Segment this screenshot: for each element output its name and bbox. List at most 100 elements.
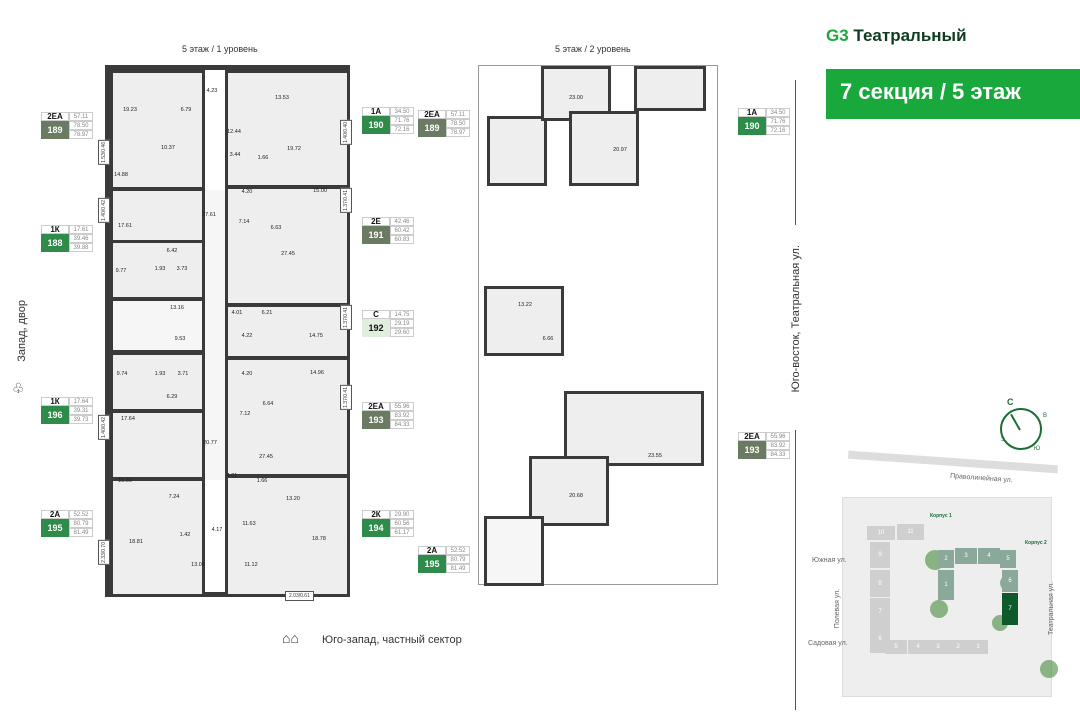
apartment-area: 72.16 (766, 126, 790, 135)
room-area-label: 20.68 (569, 493, 583, 499)
apartment-195-upper[interactable] (529, 456, 609, 526)
apartment-area: 81.49 (446, 564, 470, 573)
building-block: 2 (948, 640, 968, 654)
room-area-label: 1.42 (179, 532, 191, 538)
apartment-type: 2А (418, 546, 446, 555)
apartment-190-upper[interactable] (569, 111, 639, 186)
divider (795, 80, 796, 225)
apartment-area: 80.79 (69, 519, 93, 528)
apartment-area: 34.50 (766, 108, 790, 117)
room-area-label: 20.97 (613, 147, 627, 153)
apartment-190[interactable] (225, 70, 350, 188)
room-area-label: 17.64 (121, 416, 135, 422)
building-block[interactable]: 2 (938, 550, 954, 568)
room-area-label: 1.66 (256, 478, 268, 484)
apartment-area: 17.61 (69, 225, 93, 234)
apartment-number: 190 (738, 117, 766, 135)
room-area-label: 1.93 (154, 371, 166, 377)
apartment-area: 78.50 (69, 121, 93, 130)
room-area-label: 1.66 (257, 155, 269, 161)
apartment-type: 2ЕА (418, 110, 446, 119)
apartment-189[interactable] (110, 70, 205, 190)
building-block-selected[interactable]: 7 (1002, 593, 1018, 625)
room-area-label: 12.44 (227, 129, 241, 135)
apartment-area: 29.60 (390, 328, 414, 337)
room-area-label: 4.01 (231, 310, 243, 316)
room-area-label: 6.21 (261, 310, 273, 316)
apartment-188-bedroom[interactable] (110, 188, 205, 243)
apartment-type: 1А (738, 108, 766, 117)
trees-icon: ♧ (12, 380, 25, 396)
room-area-label: 9.53 (174, 336, 186, 342)
apartment-area: 78.97 (446, 128, 470, 137)
room-area-label: 6.63 (270, 225, 282, 231)
room-area-label: 4.23 (206, 88, 218, 94)
apartment-area: 14.75 (390, 310, 414, 319)
room-area-label: 20.77 (203, 440, 217, 446)
apartment-area: 71.76 (766, 117, 790, 126)
apartment-188[interactable] (110, 240, 205, 300)
compass-east: В (1043, 413, 1048, 419)
apartment-191[interactable] (225, 186, 350, 306)
street-label: Полевая ул. (834, 588, 842, 629)
apartment-type: 2ЕА (362, 402, 390, 411)
apartment-number: 191 (362, 226, 390, 244)
apartment-area: 57.11 (69, 112, 93, 121)
apartment-195[interactable] (110, 478, 205, 597)
balcony-label: 1.40/0.42 (98, 198, 110, 223)
apartment-193[interactable] (225, 357, 350, 477)
apartment-192[interactable] (225, 304, 350, 359)
room-area-label: 6.66 (542, 336, 554, 342)
room-area-label: 9.74 (116, 371, 128, 377)
balcony-label: 1.37/0.41 (340, 188, 352, 213)
balcony-label: 1.40/0.40 (340, 120, 352, 145)
apartment-number: 192 (362, 319, 390, 337)
street-label: Театральная ул. (1048, 581, 1056, 636)
stairwell-upper (484, 286, 564, 356)
room-area-label: 27.45 (259, 454, 273, 460)
building-block[interactable]: 6 (1002, 570, 1018, 592)
room-area-label: 23.55 (648, 453, 662, 459)
apartment-area: 81.49 (69, 528, 93, 537)
room-area-label: 18.81 (129, 539, 143, 545)
street-label: Праволинейная ул. (949, 472, 1013, 485)
apartment-area: 60.56 (390, 519, 414, 528)
room-area-label: 6.42 (166, 248, 178, 254)
apartment-area: 39.88 (69, 243, 93, 252)
apartment-193-upper[interactable] (564, 391, 704, 466)
room-area-label: 7.12 (239, 411, 251, 417)
building-block: 4 (908, 640, 928, 654)
building-block[interactable]: 5 (1000, 550, 1016, 568)
apartment-area: 83.92 (390, 411, 414, 420)
apartment-area: 29.19 (390, 319, 414, 328)
apartment-196[interactable] (110, 352, 205, 412)
level-2-title: 5 этаж / 2 уровень (555, 44, 631, 54)
apartment-area: 71.76 (390, 116, 414, 125)
building-block[interactable]: 1 (938, 570, 954, 600)
building-block[interactable]: 4 (978, 548, 1000, 564)
room-area-label: 10.37 (161, 145, 175, 151)
building-block[interactable]: 3 (955, 548, 977, 564)
upper-room (487, 116, 547, 186)
room-area-label: 15.00 (313, 188, 327, 194)
apartment-type: 2К (362, 510, 390, 519)
room-area-label: 11.63 (242, 521, 256, 527)
apartment-194[interactable] (225, 475, 350, 597)
apartment-type: 2Е (362, 217, 390, 226)
apartment-area: 17.64 (69, 397, 93, 406)
building-block: 7 (870, 598, 890, 625)
room-area-label: 27.61 (202, 212, 216, 218)
